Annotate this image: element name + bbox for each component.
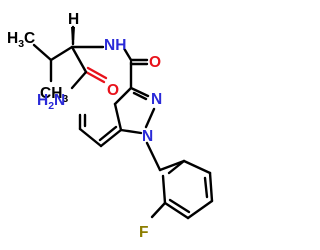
bond-ch-ch3a xyxy=(32,43,53,62)
bond-ar-6-dbl xyxy=(167,159,186,175)
atom-o-carbonyl: O xyxy=(107,82,119,99)
bond-ch2-c1 xyxy=(158,159,186,172)
atom-o-amide: O xyxy=(149,54,161,71)
bond-n1-c7a xyxy=(119,128,143,135)
bond-ar-4 xyxy=(163,201,190,220)
bond-c3a-c7a xyxy=(113,102,123,132)
bond-n1-ch2 xyxy=(145,141,162,172)
bond-c3-n2 xyxy=(129,86,150,98)
bond-ar-3 xyxy=(186,199,214,220)
atom-h-stereo: H xyxy=(68,11,79,28)
atom-n-bottom: N xyxy=(142,128,153,145)
bond-c7a-c7-dbl xyxy=(98,125,118,142)
bond-camide-o xyxy=(84,70,106,84)
bond-c7-c6 xyxy=(78,127,103,148)
stereo-wedge xyxy=(71,27,75,40)
atom-h3c: H3C xyxy=(7,30,35,50)
bond-camide-n xyxy=(70,70,88,90)
bond-c7a-c7 xyxy=(99,128,123,148)
bond-alpha-ch xyxy=(49,45,74,62)
bond-c3-c3a xyxy=(113,86,133,106)
bond-ar-2 xyxy=(208,171,214,203)
bond-camide-o-2 xyxy=(86,66,108,80)
bond-nh-c xyxy=(123,48,133,62)
bond-ar-5 xyxy=(161,174,167,205)
atom-ch3: CH3 xyxy=(40,85,68,105)
structure-diagram: H H3C CH3 NH O O H2N N N F xyxy=(7,11,214,241)
bond-n2-n1 xyxy=(144,107,156,129)
bond-alpha-camide xyxy=(70,45,88,74)
atom-n-top: N xyxy=(151,91,162,108)
molecule-svg: H H3C CH3 NH O O H2N N N F xyxy=(7,11,214,241)
atom-h2n: H2N xyxy=(37,92,65,112)
bond-ar-1 xyxy=(182,159,212,175)
atom-f: F xyxy=(139,224,148,241)
bond-ar-2-dbl xyxy=(203,176,209,199)
bond-c3-n2-dbl xyxy=(132,91,148,101)
bond-ar-4-dbl xyxy=(168,198,191,214)
atom-nh: NH xyxy=(104,37,126,54)
bond-c-f xyxy=(150,201,167,219)
